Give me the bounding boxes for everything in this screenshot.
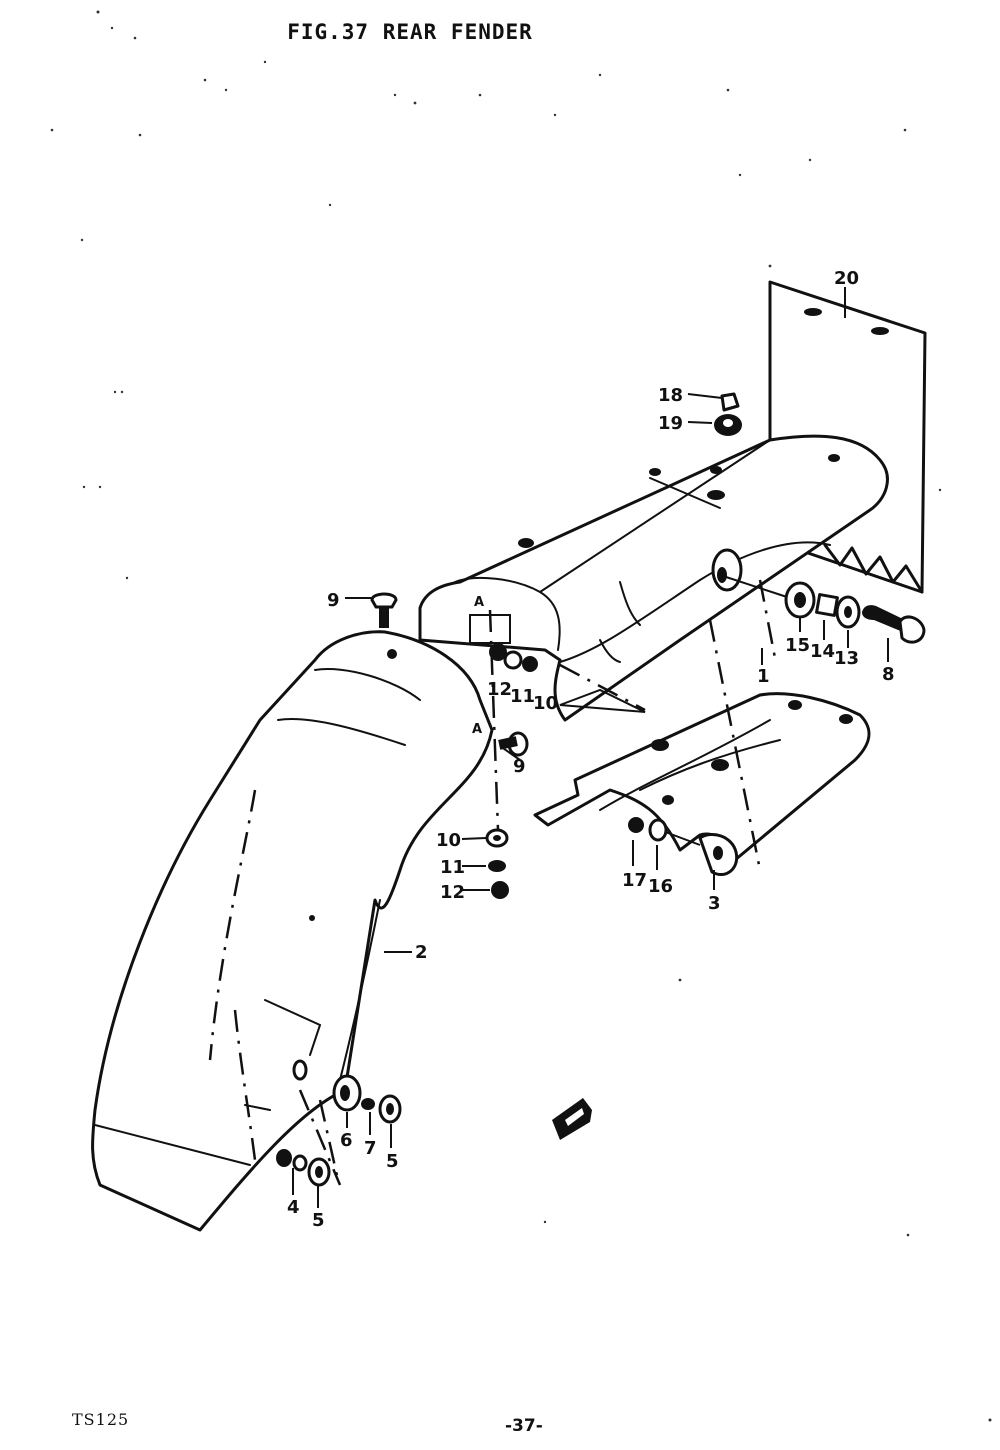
label-7: 7 — [364, 1138, 377, 1159]
label-12-upper: 12 — [487, 679, 512, 700]
label-13: 13 — [834, 648, 859, 669]
label-17: 17 — [622, 870, 647, 891]
label-15: 15 — [785, 635, 810, 656]
page-number: -37- — [505, 1416, 543, 1436]
label-5-right: 5 — [386, 1151, 399, 1172]
label-18: 18 — [658, 385, 683, 406]
label-10-lower: 10 — [436, 830, 461, 851]
label-1: 1 — [757, 666, 770, 687]
model-name: TS125 — [72, 1410, 130, 1429]
part-labels: 20 18 19 9 12 11 10 A A 9 10 11 12 2 3 1… — [287, 268, 895, 1231]
label-20: 20 — [834, 268, 859, 289]
fender-bracket — [533, 692, 871, 876]
figure-title: FIG.37 REAR FENDER — [287, 20, 533, 44]
label-11-upper: 11 — [510, 686, 535, 707]
ref-a-lower: A — [472, 722, 482, 737]
label-12-lower: 12 — [440, 882, 465, 903]
label-14: 14 — [810, 641, 835, 662]
label-19: 19 — [658, 413, 683, 434]
front-fender — [91, 630, 494, 1232]
label-8: 8 — [882, 664, 895, 685]
hardware — [276, 392, 926, 1187]
assembly-lines — [298, 574, 791, 1186]
label-2: 2 — [415, 942, 428, 963]
ref-a-upper: A — [474, 595, 484, 610]
label-16: 16 — [648, 876, 673, 897]
scan-specks — [50, 10, 992, 1422]
label-11-lower: 11 — [440, 857, 465, 878]
label-9-upper: 9 — [327, 590, 340, 611]
leader-lines — [292, 287, 889, 1208]
label-4: 4 — [287, 1197, 300, 1218]
label-3: 3 — [708, 893, 721, 914]
label-6: 6 — [340, 1130, 353, 1151]
label-10-upper: 10 — [533, 693, 558, 714]
rear-fender-upper — [418, 434, 889, 722]
label-5-left: 5 — [312, 1210, 325, 1231]
label-9-lower: 9 — [513, 756, 526, 777]
